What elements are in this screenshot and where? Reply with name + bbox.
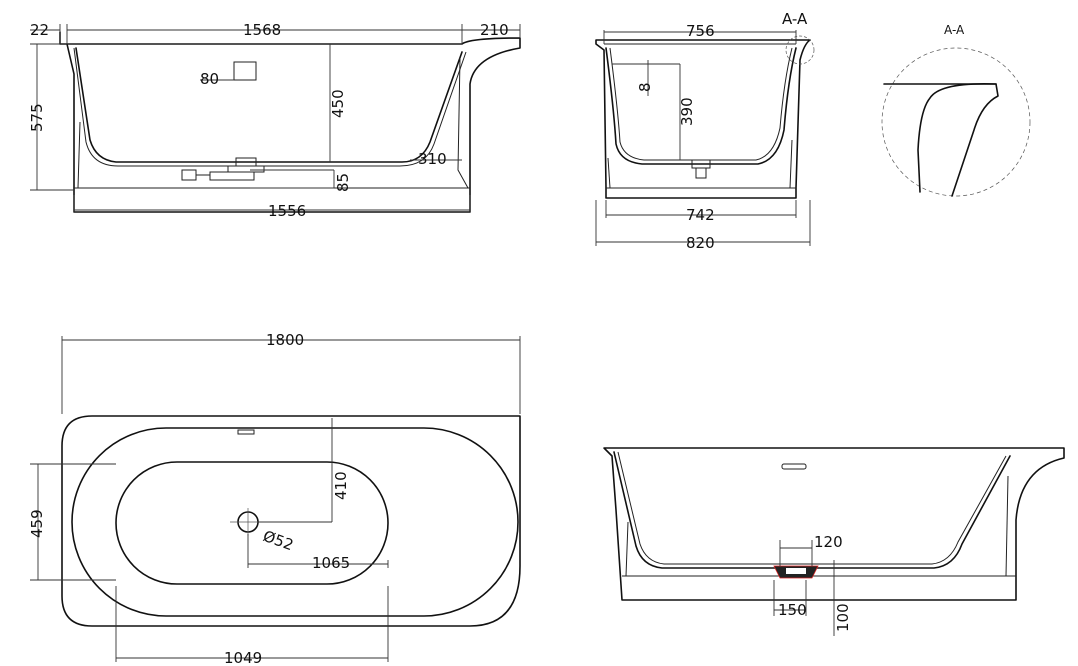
back-basin-inner-2 — [617, 451, 1007, 565]
top-basin-outline — [115, 461, 389, 585]
back-wall-left — [625, 521, 629, 577]
detail-inner-profile — [917, 82, 997, 193]
front-dim-depth: 450 — [329, 89, 347, 118]
top-rim-outline — [71, 427, 519, 617]
top-dim-width: 459 — [28, 509, 46, 538]
front-elevation-view: 22 1568 210 575 80 450 310 85 1556 — [28, 21, 521, 220]
front-dim-deck: 210 — [480, 21, 509, 39]
front-dim-recess: 310 — [418, 150, 447, 168]
front-wall-left — [77, 121, 81, 189]
front-dim-drain-height: 85 — [334, 173, 352, 192]
front-dim-height: 575 — [28, 103, 46, 132]
side-dim-water-depth: 390 — [678, 97, 696, 126]
front-outer-outline — [59, 31, 521, 213]
side-drain-assembly — [691, 159, 711, 179]
section-marker-circle — [785, 35, 815, 65]
detail-rim-profile — [883, 83, 999, 197]
top-dim-drain-diameter: Ø52 — [261, 527, 296, 554]
side-basin-inner — [605, 47, 797, 165]
side-dim-base-width: 742 — [686, 206, 715, 224]
side-section-label: A-A — [782, 10, 808, 28]
front-dim-overflow: 80 — [200, 70, 219, 88]
back-dim-drain-bottom: 150 — [778, 601, 807, 619]
top-overflow-slot — [237, 429, 255, 435]
top-dim-drain-offset-x: 1065 — [312, 554, 350, 572]
back-drain-assembly — [773, 565, 819, 579]
front-dim-base-length: 1556 — [268, 202, 306, 220]
side-wall-left — [607, 157, 611, 189]
front-basin-inner-2 — [73, 47, 467, 167]
top-plan-view: 1800 459 410 Ø52 1065 1049 — [28, 331, 521, 666]
side-dim-wall: 8 — [636, 82, 654, 92]
top-outer-outline — [61, 415, 521, 627]
front-basin-inner — [75, 47, 463, 163]
back-wall-right — [1005, 475, 1009, 577]
top-dim-basin-length: 1049 — [224, 649, 262, 666]
side-wall-right — [789, 139, 793, 189]
back-outer-outline — [603, 447, 1065, 601]
front-overflow-box — [233, 61, 257, 81]
back-dim-base-height: 100 — [834, 603, 852, 632]
detail-view-a-a: A-A — [881, 23, 1031, 197]
back-dim-drain-top: 120 — [814, 533, 843, 551]
front-dim-inner-length: 1568 — [243, 21, 281, 39]
side-dim-inner-width: 756 — [686, 22, 715, 40]
front-wall-right — [457, 57, 469, 189]
long-section-view: 120 150 100 — [603, 447, 1065, 636]
side-section-view: 756 A-A 8 390 742 820 — [595, 10, 815, 252]
side-basin-inner-2 — [609, 47, 793, 161]
detail-circle — [881, 47, 1031, 197]
front-drain-assembly — [181, 157, 265, 181]
top-dim-total-length: 1800 — [266, 331, 304, 349]
detail-title: A-A — [944, 23, 965, 37]
top-dim-drain-offset-y: 410 — [332, 471, 350, 500]
front-dim-lip: 22 — [30, 21, 49, 39]
side-dim-total-width: 820 — [686, 234, 715, 252]
back-overflow-slot — [781, 463, 807, 470]
